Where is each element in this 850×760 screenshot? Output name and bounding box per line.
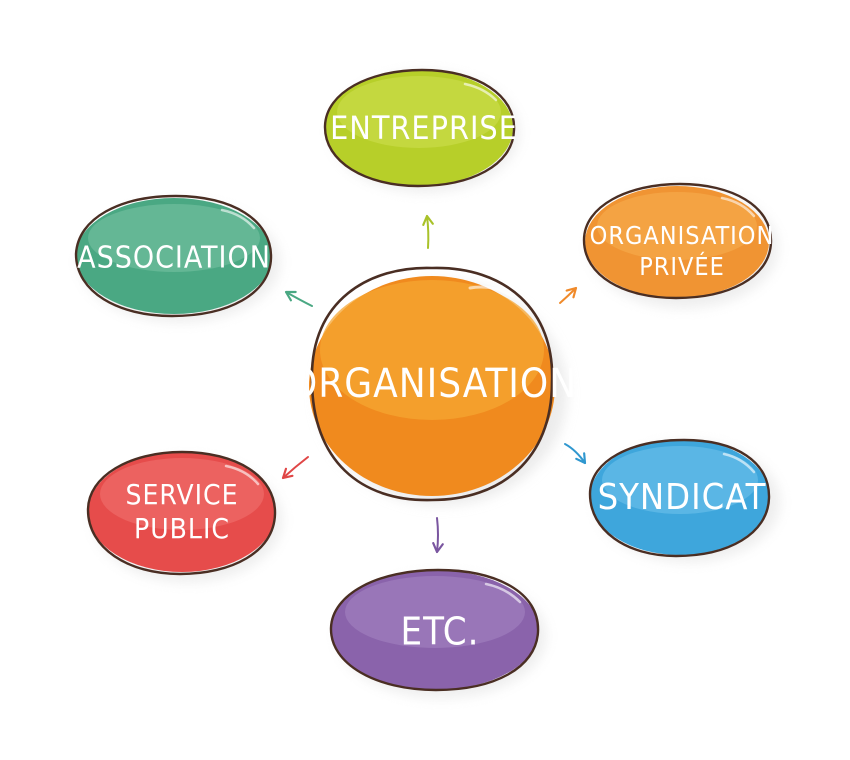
node-gloss xyxy=(484,582,522,604)
node-label-organisation-privee-line1: ORGANISATION xyxy=(590,221,775,250)
node-gloss xyxy=(720,196,756,218)
node-outline xyxy=(588,438,771,558)
node-highlight xyxy=(88,204,260,272)
node-label-entreprise: ENTREPRISE xyxy=(330,109,518,147)
arrow-to-service-public xyxy=(281,456,309,480)
node-label-association: ASSOCIATION xyxy=(77,241,271,276)
arrow-to-etc xyxy=(432,517,444,554)
center-outline xyxy=(310,266,554,502)
node-highlight xyxy=(345,576,525,648)
center-highlight-band xyxy=(320,280,544,420)
node-outline xyxy=(323,68,516,188)
node-label-organisation-privee-line2: PRIVÉE xyxy=(639,252,725,281)
arrow-to-entreprise xyxy=(422,214,434,249)
node-highlight xyxy=(337,76,501,148)
node-outline xyxy=(74,194,273,318)
node-label-service-public-line2: PUBLIC xyxy=(134,512,230,545)
node-highlight xyxy=(597,192,757,260)
arrow-to-organisation-privee xyxy=(559,286,578,304)
center-label: ORGANISATION xyxy=(289,361,577,407)
arrows xyxy=(281,214,587,554)
node-gloss xyxy=(220,208,256,230)
arrow-to-syndicat xyxy=(564,443,587,465)
node-gloss xyxy=(463,82,498,102)
center-bubble: ORGANISATION xyxy=(289,266,577,505)
node-gloss xyxy=(224,464,260,486)
node-syndicat: SYNDICAT xyxy=(588,438,780,562)
arrow-to-association xyxy=(284,290,313,307)
node-label-syndicat: SYNDICAT xyxy=(598,477,767,518)
center-gloss xyxy=(468,285,514,298)
node-label-service-public-line1: SERVICE xyxy=(125,478,238,511)
node-organisation-privee: ORGANISATION PRIVÉE xyxy=(582,182,778,308)
node-outline xyxy=(329,568,540,692)
node-outline xyxy=(86,450,277,576)
node-gloss xyxy=(722,452,756,474)
node-highlight xyxy=(100,458,264,530)
node-entreprise: ENTREPRISE xyxy=(323,68,519,192)
node-association: ASSOCIATION xyxy=(74,194,280,322)
node-highlight xyxy=(602,446,758,514)
node-service-public: SERVICE PUBLIC xyxy=(86,450,282,582)
node-etc: ETC. xyxy=(329,568,546,698)
node-outline xyxy=(582,182,773,300)
node-label-etc: ETC. xyxy=(401,610,480,654)
